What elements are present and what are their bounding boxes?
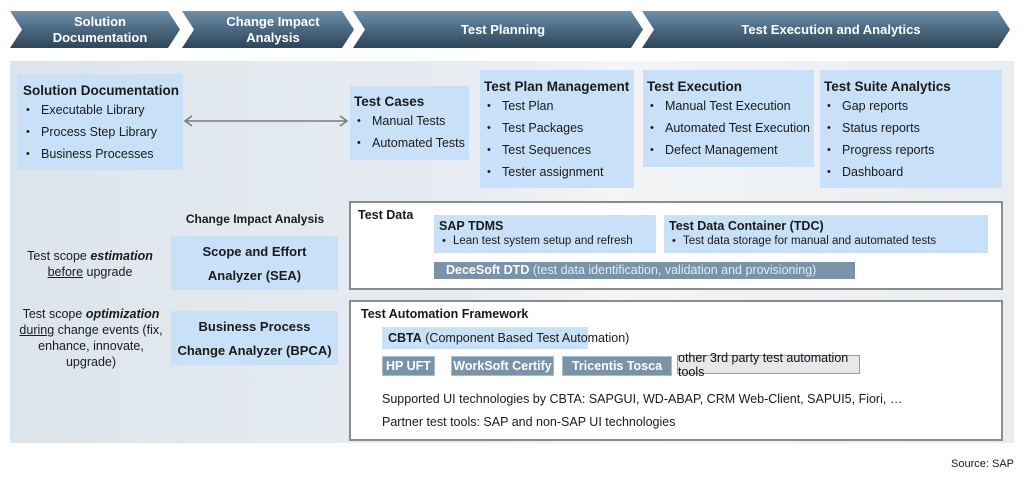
sea-box: Scope and Effort Analyzer (SEA) <box>171 236 338 290</box>
list-item: Business Processes <box>23 143 183 165</box>
box-title: Test Execution <box>647 79 743 94</box>
optimization-description: Test scope optimization during change ev… <box>12 306 170 370</box>
list-item: Manual Test Execution <box>647 95 814 117</box>
list-item: Progress reports <box>824 139 1002 161</box>
phase-test-execution-analytics: Test Execution and Analytics <box>642 11 1010 48</box>
cbta-name: CBTA <box>388 331 422 345</box>
list-item: Automated Test Execution <box>647 117 814 139</box>
box-title: Test Data Container (TDC) <box>669 219 824 233</box>
list-item: Manual Tests <box>354 110 469 132</box>
decesoft-dtd-bar: DeceSoft DTD (test data identification, … <box>434 262 855 279</box>
box-title: Test Suite Analytics <box>824 79 951 94</box>
list-item: Tester assignment <box>484 161 634 183</box>
dtd-name: DeceSoft DTD <box>446 263 530 277</box>
list-item: Automated Tests <box>354 132 469 154</box>
text-fragment: Test scope <box>27 249 91 263</box>
phase-solution-documentation: Solution Documentation <box>10 11 180 48</box>
list-item: Test data storage for manual and automat… <box>669 233 988 249</box>
list-item: Lean test system setup and refresh <box>439 233 656 249</box>
item-list: Manual Tests Automated Tests <box>354 110 469 154</box>
cbta-description: (Component Based Test Automation) <box>421 331 630 345</box>
solution-documentation-box: Solution Documentation Executable Librar… <box>17 74 183 170</box>
tool-hp-uft: HP UFT <box>382 356 435 376</box>
box-title: Test Plan Management <box>484 79 630 94</box>
tdc-box: Test Data Container (TDC) Test data stor… <box>664 215 988 253</box>
estimation-description: Test scope estimation before upgrade <box>14 248 166 280</box>
phase-label: Change Impact Analysis <box>226 13 320 45</box>
list-item: Defect Management <box>647 139 814 161</box>
emphasis-text: optimization <box>85 307 160 321</box>
cbta-box: CBTA (Component Based Test Automation) <box>382 327 629 349</box>
test-automation-title: Test Automation Framework <box>361 307 529 321</box>
double-arrow-icon <box>183 115 349 127</box>
supported-ui-technologies: Supported UI technologies by CBTA: SAPGU… <box>382 392 903 406</box>
list-item: Status reports <box>824 117 1002 139</box>
list-item: Test Packages <box>484 117 634 139</box>
test-execution-box: Test Execution Manual Test Execution Aut… <box>643 70 814 167</box>
item-list: Lean test system setup and refresh <box>439 233 656 249</box>
tool-worksoft-certify: WorkSoft Certify <box>451 356 554 376</box>
change-impact-heading: Change Impact Analysis <box>185 212 325 226</box>
underlined-text: during <box>19 323 55 337</box>
bpca-line-2: Change Analyzer (BPCA) <box>177 343 332 358</box>
text-fragment: upgrade <box>83 265 133 279</box>
list-item: Dashboard <box>824 161 1002 183</box>
box-title: SAP TDMS <box>439 219 504 233</box>
text-fragment: Test scope <box>22 307 86 321</box>
sea-line-1: Scope and Effort <box>202 244 307 259</box>
phase-label: Test Execution and Analytics <box>741 21 921 37</box>
partner-test-tools: Partner test tools: SAP and non-SAP UI t… <box>382 415 676 429</box>
item-list: Manual Test Execution Automated Test Exe… <box>647 95 814 161</box>
list-item: Process Step Library <box>23 121 183 143</box>
box-title: Solution Documentation <box>23 83 179 98</box>
tool-other-third-party: other 3rd party test automation tools <box>677 351 860 379</box>
phase-test-planning: Test Planning <box>353 11 643 48</box>
item-list: Test data storage for manual and automat… <box>669 233 988 249</box>
sap-tdms-box: SAP TDMS Lean test system setup and refr… <box>434 215 656 253</box>
text-fragment: change events (fix, enhance, innovate, u… <box>38 323 163 369</box>
list-item: Executable Library <box>23 99 183 121</box>
bpca-box: Business Process Change Analyzer (BPCA) <box>171 311 338 365</box>
list-item: Test Sequences <box>484 139 634 161</box>
item-list: Gap reports Status reports Progress repo… <box>824 95 1002 183</box>
phase-label: Solution Documentation <box>52 13 148 45</box>
phase-label: Test Planning <box>460 21 546 37</box>
phase-change-impact-analysis: Change Impact Analysis <box>182 11 354 48</box>
test-data-title: Test Data <box>358 208 414 222</box>
bpca-line-1: Business Process <box>198 319 311 334</box>
list-item: Test Plan <box>484 95 634 117</box>
tool-tricentis-tosca: Tricentis Tosca <box>562 356 672 376</box>
emphasis-text: estimation <box>90 249 153 263</box>
dtd-description: (test data identification, validation an… <box>529 263 817 277</box>
underlined-text: before <box>47 265 84 279</box>
source-note: Source: SAP <box>951 458 1014 470</box>
item-list: Executable Library Process Step Library … <box>23 99 183 165</box>
test-plan-management-box: Test Plan Management Test Plan Test Pack… <box>480 70 634 188</box>
item-list: Test Plan Test Packages Test Sequences T… <box>484 95 634 183</box>
box-title: Test Cases <box>354 94 425 109</box>
list-item: Gap reports <box>824 95 1002 117</box>
test-cases-box: Test Cases Manual Tests Automated Tests <box>350 86 469 160</box>
sea-line-2: Analyzer (SEA) <box>207 268 302 283</box>
test-suite-analytics-box: Test Suite Analytics Gap reports Status … <box>820 70 1002 188</box>
